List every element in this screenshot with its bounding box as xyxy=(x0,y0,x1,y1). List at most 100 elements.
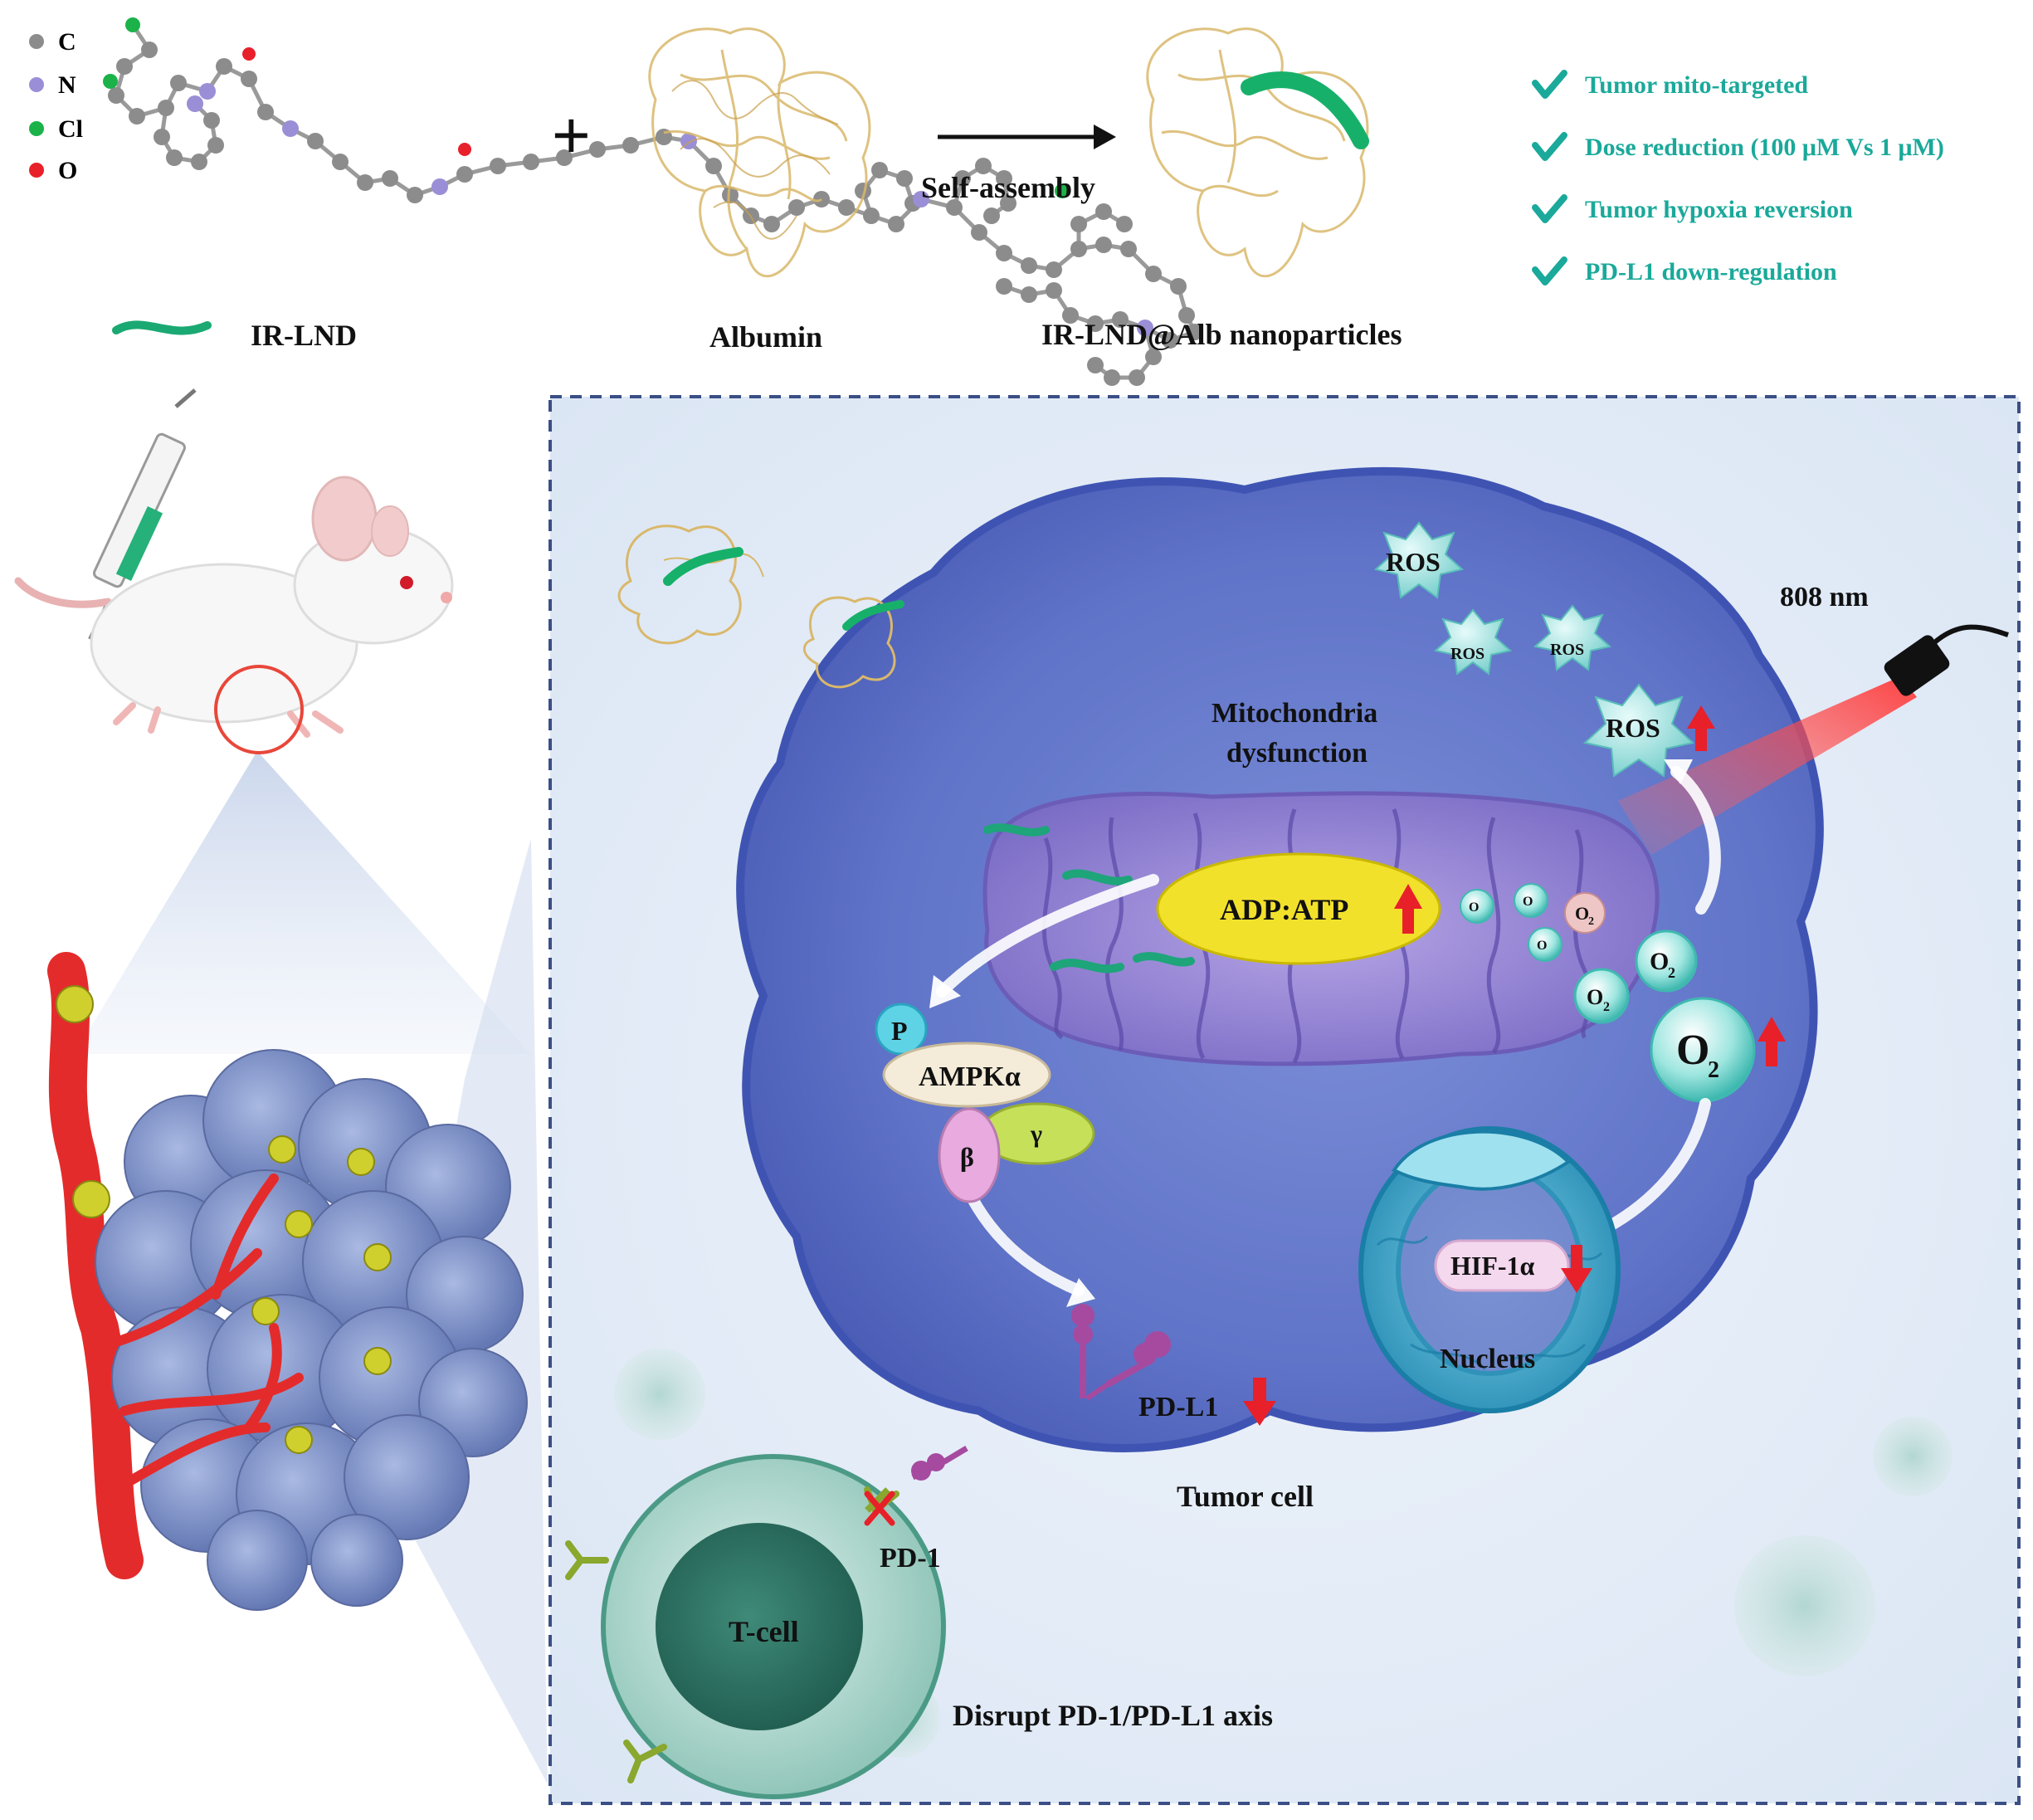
nanoparticle-label: IR-LND@Alb nanoparticles xyxy=(1041,318,1402,351)
tumor-cell-label: Tumor cell xyxy=(1177,1480,1314,1513)
t-cell: T-cell xyxy=(565,1454,946,1799)
oxygen-atom xyxy=(458,143,471,156)
benefits-list: Tumor mito-targeted Dose reduction (100 … xyxy=(1532,70,1944,285)
check-icon xyxy=(1532,194,1567,223)
beta-label: β xyxy=(960,1142,974,1172)
arrow-to-ros xyxy=(1670,766,1721,915)
nanoparticle-dot xyxy=(56,985,94,1023)
ros-star: ROS xyxy=(1582,683,1715,778)
legend-item-nitrogen: N xyxy=(29,71,76,99)
pd-1-label: PD-1 xyxy=(880,1543,941,1574)
mito-label-line2: dysfunction xyxy=(1226,738,1368,768)
ir-lnd-molecule-structure xyxy=(103,17,1203,386)
ros-label: ROS xyxy=(1450,645,1485,663)
nanoparticle-dot xyxy=(285,1426,313,1454)
adp-atp-ratio: ADP:ATP xyxy=(1156,852,1441,965)
mito-label-line1: Mitochondria xyxy=(1212,698,1377,729)
o2-bubble: O xyxy=(1460,889,1494,924)
o2-bubble: O 2 xyxy=(1564,892,1606,934)
benefit-item: Tumor hypoxia reversion xyxy=(1532,194,1853,223)
ampk-beta-subunit xyxy=(938,1107,1001,1203)
nanoparticle-dot xyxy=(285,1210,313,1238)
nanoparticle-dot xyxy=(268,1135,296,1164)
ampk-label: AMPKα xyxy=(919,1061,1021,1092)
arrow-to-ampk xyxy=(936,874,1159,998)
ampk-alpha-subunit xyxy=(882,1042,1051,1108)
laser-device xyxy=(1618,624,2009,855)
oxygen-dot xyxy=(29,163,44,178)
tumor-mass xyxy=(47,952,528,1611)
benefit-text: Tumor mito-targeted xyxy=(1585,71,1808,99)
chlorine-atom xyxy=(125,17,140,32)
o2-subscript: 2 xyxy=(1668,964,1675,981)
up-arrow-icon xyxy=(1394,884,1422,934)
self-assembly-arrow xyxy=(938,124,1116,149)
oxygen-atom xyxy=(242,47,256,61)
nanoparticle xyxy=(1146,27,1369,278)
benefit-text: Dose reduction (100 μM Vs 1 μM) xyxy=(1585,134,1944,161)
free-nanoparticle xyxy=(802,596,904,689)
ros-label: ROS xyxy=(1550,641,1584,659)
ghost-cell xyxy=(614,1349,705,1440)
nanoparticle-dot xyxy=(363,1243,392,1271)
o2-label: O xyxy=(1469,900,1479,915)
ir-lnd-strand xyxy=(842,600,904,631)
o2-bubble-large: O 2 xyxy=(1650,997,1786,1103)
albumin-protein xyxy=(648,27,871,278)
block-x-icon xyxy=(864,1491,895,1526)
o2-label: O xyxy=(1676,1027,1709,1074)
pd-l1-protein xyxy=(1071,1304,1171,1401)
o2-bubble: O 2 xyxy=(1635,930,1698,993)
legend-label: Cl xyxy=(58,115,83,143)
legend-item-carbon: C xyxy=(29,28,76,56)
molecule-atoms xyxy=(103,17,1203,386)
pd1-pdl1-interaction xyxy=(864,1445,968,1526)
gamma-label: γ xyxy=(1030,1120,1042,1148)
nanoparticle-dot xyxy=(251,1297,280,1325)
benefit-text: PD-L1 down-regulation xyxy=(1585,258,1837,285)
laser-beam xyxy=(1618,676,1917,855)
check-icon xyxy=(1532,132,1567,161)
chlorine-atom xyxy=(1055,183,1070,198)
o2-bubble: O xyxy=(1528,927,1563,962)
check-icon xyxy=(1532,70,1567,99)
ir-lnd-swatch xyxy=(112,320,212,335)
hif-label: HIF-1α xyxy=(1450,1251,1535,1281)
arrowhead-icon xyxy=(1066,1278,1095,1307)
ir-lnd-strand xyxy=(1241,71,1369,149)
o2-subscript: 2 xyxy=(1588,915,1594,928)
nucleus: HIF-1α Nucleus xyxy=(1358,1126,1621,1413)
down-arrow-icon xyxy=(1561,1245,1592,1293)
legend-item-oxygen: O xyxy=(29,157,77,184)
legend-label: N xyxy=(58,71,76,99)
ir-lnd-label: IR-LND xyxy=(251,319,357,352)
ghost-cell xyxy=(1734,1535,1875,1676)
ir-lnd-strand xyxy=(663,547,743,586)
legend-label: C xyxy=(58,28,76,56)
plus-sign: + xyxy=(552,98,591,172)
nitrogen-dot xyxy=(29,77,44,92)
o2-label: O xyxy=(1650,948,1669,975)
arrow-to-hif xyxy=(1600,1098,1711,1234)
zoom-cone xyxy=(75,751,531,1054)
o2-label: O xyxy=(1537,939,1547,953)
nanoparticle-dot xyxy=(347,1148,375,1176)
legend-label: O xyxy=(58,157,77,184)
hif-badge xyxy=(1434,1239,1570,1292)
ghost-cell xyxy=(1873,1417,1953,1496)
o2-label: O xyxy=(1575,903,1589,924)
benefit-item: Dose reduction (100 μM Vs 1 μM) xyxy=(1532,132,1944,161)
ir-lnd-key: IR-LND xyxy=(112,319,357,352)
down-arrow-icon xyxy=(1243,1378,1276,1426)
atom-legend: C N Cl O xyxy=(29,28,83,184)
arrowhead-icon xyxy=(929,975,961,1008)
ros-star: ROS xyxy=(1373,521,1465,599)
self-assembly-label: Self-assembly xyxy=(921,171,1095,204)
chlorine-atom xyxy=(103,74,118,89)
nanoparticle-dot xyxy=(363,1347,392,1375)
oxygen-bubbles: O O O O 2 O 2 O 2 O 2 xyxy=(1460,883,1786,1103)
chlorine-dot xyxy=(29,121,44,136)
ros-label: ROS xyxy=(1606,713,1660,743)
ros-star: ROS xyxy=(1433,608,1513,676)
ros-star: ROS xyxy=(1533,604,1612,671)
